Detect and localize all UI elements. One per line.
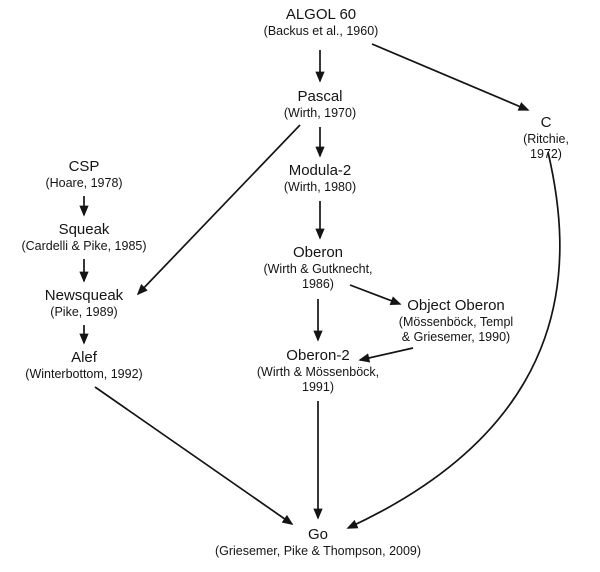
node-newsqueak-citation: (Pike, 1989) (50, 305, 118, 319)
node-object-oberon-name: Object Oberon (407, 297, 505, 314)
node-newsqueak-name: Newsqueak (44, 287, 124, 304)
node-algol60-name: ALGOL 60 (285, 6, 357, 23)
node-c-name: C (540, 114, 552, 131)
edge-oberon-to-object-oberon (349, 284, 402, 306)
node-pascal-name: Pascal (297, 88, 343, 105)
node-pascal: Pascal (Wirth, 1970) (284, 88, 356, 121)
node-algol60-citation: (Backus et al., 1960) (263, 24, 379, 38)
node-modula2-name: Modula-2 (288, 162, 352, 179)
node-algol60: ALGOL 60 (Backus et al., 1960) (264, 6, 379, 39)
node-go: Go (Griesemer, Pike & Thompson, 2009) (215, 526, 421, 559)
node-alef: Alef (Winterbottom, 1992) (25, 349, 142, 382)
node-c-citation: (Ritchie, 1972) (523, 132, 569, 161)
node-squeak: Squeak (Cardelli & Pike, 1985) (21, 221, 146, 254)
node-go-name: Go (307, 526, 328, 543)
node-modula2: Modula-2 (Wirth, 1980) (284, 162, 356, 195)
node-alef-name: Alef (71, 349, 97, 366)
node-oberon-citation: (Wirth & Gutknecht, 1986) (263, 262, 373, 291)
node-object-oberon: Object Oberon (Mössenböck, Templ & Gries… (399, 297, 513, 344)
edge-algol60-to-c (371, 43, 530, 111)
edge-alef-to-go (94, 386, 294, 525)
node-squeak-name: Squeak (58, 221, 110, 238)
node-oberon2-name: Oberon-2 (286, 347, 350, 364)
node-oberon-name: Oberon (292, 244, 344, 261)
node-oberon2-citation: (Wirth & Mössenböck, 1991) (256, 365, 380, 394)
node-object-oberon-citation: (Mössenböck, Templ & Griesemer, 1990) (398, 315, 514, 344)
node-csp-citation: (Hoare, 1978) (45, 176, 123, 190)
node-pascal-citation: (Wirth, 1970) (283, 106, 357, 120)
node-go-citation: (Griesemer, Pike & Thompson, 2009) (214, 544, 422, 558)
edge-pascal-to-newsqueak (136, 124, 301, 296)
node-oberon2: Oberon-2 (Wirth & Mössenböck, 1991) (257, 347, 379, 394)
node-squeak-citation: (Cardelli & Pike, 1985) (21, 239, 147, 253)
node-modula2-citation: (Wirth, 1980) (283, 180, 357, 194)
node-csp-name: CSP (68, 158, 100, 175)
node-c: C (Ritchie, 1972) (519, 114, 573, 161)
node-newsqueak: Newsqueak (Pike, 1989) (45, 287, 123, 320)
node-alef-citation: (Winterbottom, 1992) (25, 367, 143, 381)
node-csp: CSP (Hoare, 1978) (45, 158, 122, 191)
edge-c-to-go (346, 151, 561, 529)
edge-object-oberon-to-oberon2 (358, 347, 414, 363)
node-oberon: Oberon (Wirth & Gutknecht, 1986) (263, 244, 372, 291)
